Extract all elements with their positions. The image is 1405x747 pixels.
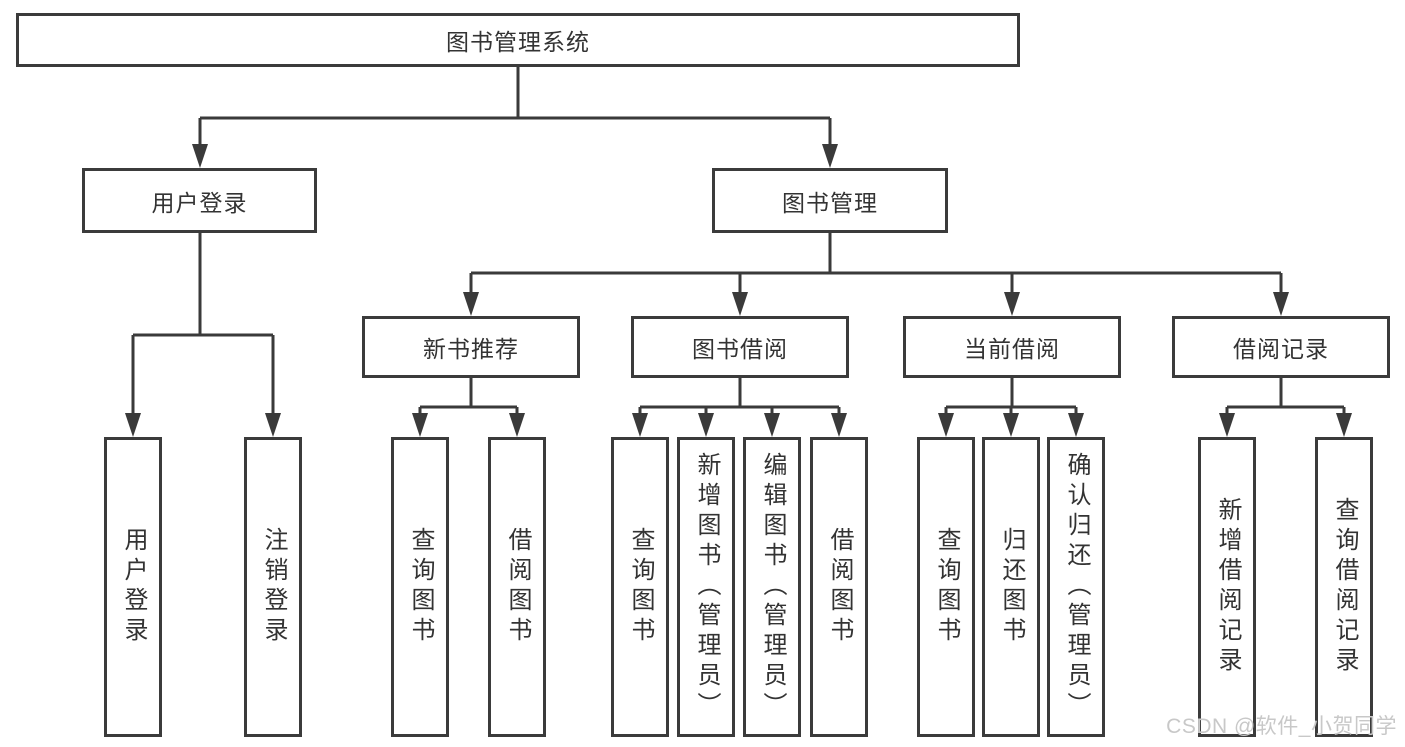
node-label: 查询图书 <box>407 527 434 647</box>
node-label: 图书管理系统 <box>446 29 590 55</box>
node-label: 用户登录 <box>151 189 248 216</box>
node-current-borrow: 当前借阅 <box>903 316 1121 378</box>
leaf-query-books-current: 查询图书 <box>917 437 975 737</box>
leaf-user-login: 用户登录 <box>104 437 162 737</box>
leaf-add-books-admin: 新增图书（管理员） <box>677 437 735 737</box>
node-label: 确认归还（管理员） <box>1063 452 1090 722</box>
node-label: 编辑图书（管理员） <box>759 452 786 722</box>
leaf-query-borrow-record: 查询借阅记录 <box>1315 437 1373 737</box>
node-label: 查询图书 <box>933 527 960 647</box>
node-label: 注销登录 <box>260 527 287 647</box>
node-label: 借阅图书 <box>826 527 853 647</box>
node-borrow-records: 借阅记录 <box>1172 316 1390 378</box>
node-label: 当前借阅 <box>964 336 1060 362</box>
node-new-book-recommend: 新书推荐 <box>362 316 580 378</box>
node-label: 新增借阅记录 <box>1214 497 1241 677</box>
node-label: 查询借阅记录 <box>1331 497 1358 677</box>
watermark: CSDN @软件_小贺同学 <box>1166 715 1397 738</box>
leaf-borrow-books-recommend: 借阅图书 <box>488 437 546 737</box>
node-label: 借阅图书 <box>504 527 531 647</box>
leaf-borrow-books: 借阅图书 <box>810 437 868 737</box>
node-label: 借阅记录 <box>1233 336 1329 362</box>
node-label: 新增图书（管理员） <box>693 452 720 722</box>
leaf-confirm-return-admin: 确认归还（管理员） <box>1047 437 1105 737</box>
node-label: 查询图书 <box>627 527 654 647</box>
node-label: 图书借阅 <box>692 336 788 362</box>
leaf-edit-books-admin: 编辑图书（管理员） <box>743 437 801 737</box>
node-library-management-system: 图书管理系统 <box>16 13 1020 67</box>
node-book-management: 图书管理 <box>712 168 948 233</box>
leaf-add-borrow-record: 新增借阅记录 <box>1198 437 1256 737</box>
leaf-logout: 注销登录 <box>244 437 302 737</box>
node-label: 图书管理 <box>782 189 878 216</box>
leaf-return-books: 归还图书 <box>982 437 1040 737</box>
node-label: 新书推荐 <box>423 336 519 362</box>
node-label: 归还图书 <box>998 527 1025 647</box>
node-user-login: 用户登录 <box>82 168 317 233</box>
node-label: 用户登录 <box>120 527 147 647</box>
leaf-query-books-borrow: 查询图书 <box>611 437 669 737</box>
node-book-borrow: 图书借阅 <box>631 316 849 378</box>
leaf-query-books-recommend: 查询图书 <box>391 437 449 737</box>
